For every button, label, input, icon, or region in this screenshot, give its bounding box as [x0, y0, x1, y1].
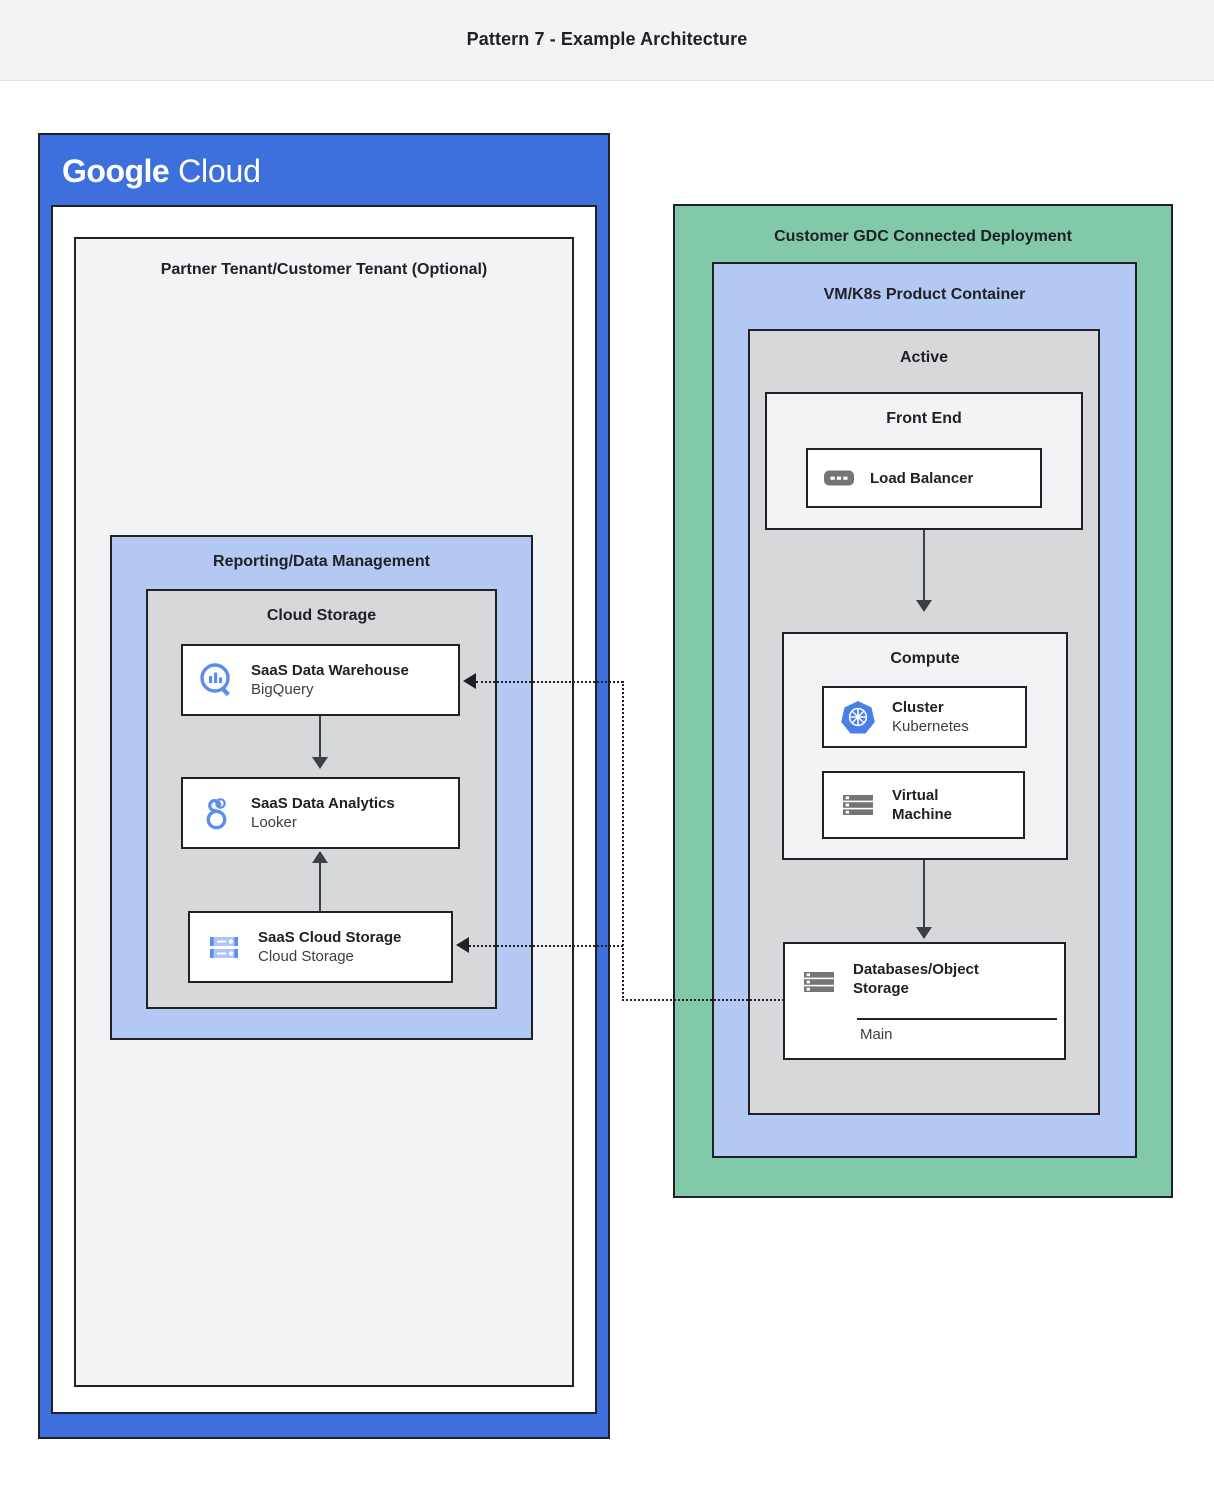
flow-frontend-to-compute-line [923, 530, 925, 605]
flow-warehouse-to-analytics-arrow [312, 757, 328, 769]
load-balancer-name: Load Balancer [870, 469, 974, 487]
databases-object-storage-name: Databases/Object Storage [853, 961, 979, 997]
cluster-text: Cluster Kubernetes [892, 698, 969, 736]
bigquery-icon [197, 660, 237, 700]
database-main-label: Main [860, 1026, 893, 1043]
saas-data-analytics-card[interactable]: SaaS Data Analytics Looker [181, 777, 460, 849]
active-title: Active [899, 349, 949, 366]
saas-data-warehouse-text: SaaS Data Warehouse BigQuery [251, 661, 409, 699]
load-balancer-icon [822, 466, 856, 490]
flow-storage-to-analytics-arrow [312, 851, 328, 863]
virtual-machine-name: Virtual Machine [892, 787, 953, 823]
databases-object-storage-card[interactable]: Databases/Object Storage [783, 942, 1066, 1060]
saas-cloud-storage-card[interactable]: SaaS Cloud Storage Cloud Storage [188, 911, 453, 983]
kubernetes-icon [838, 697, 878, 737]
flow-storage-to-analytics-line [319, 863, 321, 911]
saas-data-analytics-product: Looker [251, 814, 297, 831]
connector-to-cloud-storage-segment [469, 945, 623, 947]
logo-google-text: Google [62, 153, 170, 189]
load-balancer-text: Load Balancer [870, 469, 973, 488]
partner-tenant-title: Partner Tenant/Customer Tenant (Optional… [160, 261, 488, 278]
reporting-title: Reporting/Data Management [213, 553, 430, 570]
connector-vertical-riser [622, 681, 624, 1001]
cloud-storage-group-title: Cloud Storage [266, 607, 377, 624]
database-icon [799, 962, 839, 1002]
connector-to-warehouse-segment [476, 681, 623, 683]
connector-database-bottom-segment [622, 999, 784, 1001]
databases-object-storage-text: Databases/Object Storage [853, 960, 1013, 998]
saas-data-warehouse-card[interactable]: SaaS Data Warehouse BigQuery [181, 644, 460, 716]
customer-gdc-title: Customer GDC Connected Deployment [774, 228, 1072, 245]
saas-data-warehouse-name: SaaS Data Warehouse [251, 662, 409, 679]
cloud-storage-icon [204, 927, 244, 967]
connector-to-cloud-storage-arrowhead [456, 937, 469, 953]
flow-compute-to-database-arrow [916, 927, 932, 939]
flow-frontend-to-compute-arrow [916, 600, 932, 612]
cluster-card[interactable]: Cluster Kubernetes [822, 686, 1027, 748]
saas-cloud-storage-name: SaaS Cloud Storage [258, 929, 402, 946]
database-divider [857, 1018, 1057, 1020]
connector-to-warehouse-arrowhead [463, 673, 476, 689]
front-end-title: Front End [886, 410, 962, 427]
looker-icon [197, 793, 237, 833]
compute-title: Compute [890, 650, 960, 667]
cluster-product: Kubernetes [892, 718, 969, 735]
virtual-machine-text: Virtual Machine [892, 786, 952, 824]
saas-data-analytics-text: SaaS Data Analytics Looker [251, 794, 395, 832]
load-balancer-card[interactable]: Load Balancer [806, 448, 1042, 508]
vm-k8s-title: VM/K8s Product Container [823, 286, 1026, 303]
flow-compute-to-database-line [923, 860, 925, 932]
page-title: Pattern 7 - Example Architecture [466, 29, 748, 49]
saas-data-warehouse-product: BigQuery [251, 681, 314, 698]
flow-warehouse-to-analytics-line [319, 716, 321, 762]
saas-cloud-storage-text: SaaS Cloud Storage Cloud Storage [258, 928, 401, 966]
cluster-name: Cluster [892, 699, 944, 716]
google-cloud-logo: Google Cloud [62, 153, 261, 190]
page-header: Pattern 7 - Example Architecture [0, 0, 1214, 81]
saas-cloud-storage-product: Cloud Storage [258, 948, 354, 965]
saas-data-analytics-name: SaaS Data Analytics [251, 795, 395, 812]
logo-cloud-text: Cloud [178, 153, 261, 189]
virtual-machine-card[interactable]: Virtual Machine [822, 771, 1025, 839]
virtual-machine-icon [838, 785, 878, 825]
